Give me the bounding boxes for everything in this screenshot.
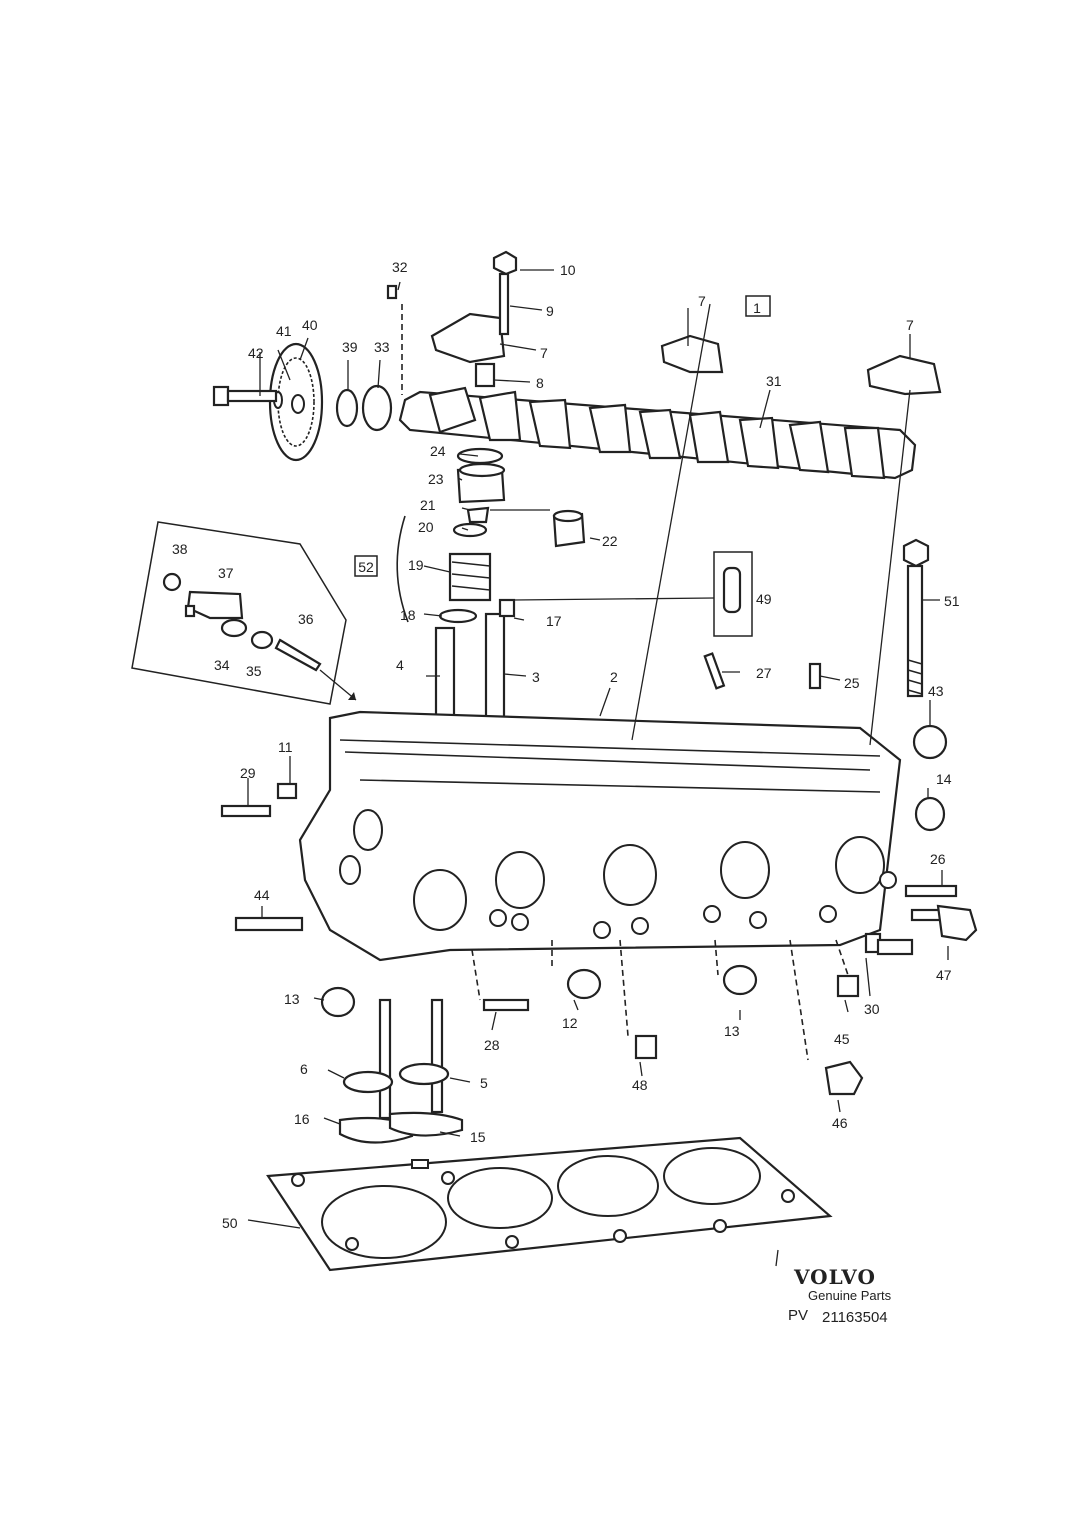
callout-23: 23 (428, 471, 444, 487)
seal-ring (361, 384, 393, 432)
callout-46: 46 (832, 1115, 848, 1131)
callout-50: 50 (222, 1215, 238, 1231)
stud-28 (482, 998, 530, 1012)
callout-37: 37 (218, 565, 234, 581)
brand-tagline: Genuine Parts (808, 1288, 892, 1303)
callout-29: 29 (240, 765, 256, 781)
sensor-30 (864, 932, 914, 956)
part-code-prefix: PV (788, 1307, 808, 1324)
camshaft-seal (335, 388, 359, 428)
plug-11 (276, 782, 298, 800)
valves (338, 998, 464, 1144)
bolt-46 (824, 1060, 864, 1096)
stud-29 (220, 804, 272, 818)
callout-4: 4 (396, 657, 404, 673)
callout-38: 38 (172, 541, 188, 557)
callout-20: 20 (418, 519, 434, 535)
callout-7c: 7 (906, 317, 914, 333)
pin-32 (386, 284, 398, 300)
callout-12: 12 (562, 1015, 578, 1031)
callout-35: 35 (246, 663, 262, 679)
brand-logo: VOLVO (793, 1265, 876, 1289)
callout-48: 48 (632, 1077, 648, 1093)
gear-bolt (212, 385, 278, 407)
callout-42: 42 (248, 345, 264, 361)
bolt-47 (910, 904, 978, 942)
callout-labels: 1 2 3 4 5 6 7 7 7 8 9 10 11 12 13 13 14 … (172, 259, 960, 1231)
sleeve-12 (566, 968, 602, 1000)
callout-6: 6 (300, 1061, 308, 1077)
callout-24: 24 (430, 443, 446, 459)
callout-36: 36 (298, 611, 314, 627)
callout-32: 32 (392, 259, 408, 275)
bearing-cap-middle (660, 334, 724, 374)
callout-8: 8 (536, 375, 544, 391)
callout-40: 40 (302, 317, 318, 333)
bearing-cap-right (866, 354, 942, 396)
callout-52: 52 (358, 559, 374, 575)
callout-11: 11 (278, 739, 293, 755)
leader-lines (247, 269, 949, 1267)
plug-43 (912, 724, 948, 760)
callout-14: 14 (936, 771, 952, 787)
callout-13a: 13 (284, 991, 300, 1007)
callout-51: 51 (944, 593, 960, 609)
callout-box-1 (745, 295, 771, 317)
callout-22: 22 (602, 533, 618, 549)
callout-1: 1 (753, 300, 761, 316)
callout-34: 34 (214, 657, 230, 673)
plug-48 (634, 1034, 658, 1060)
stud-27 (703, 652, 726, 690)
camshaft (398, 386, 917, 480)
timing-gear (268, 342, 324, 462)
callout-7a: 7 (540, 345, 548, 361)
callout-5: 5 (480, 1075, 488, 1091)
plug-14 (914, 796, 946, 832)
callout-15: 15 (470, 1129, 486, 1145)
callout-49: 49 (756, 591, 772, 607)
sleeve-13b (722, 964, 758, 996)
callout-7b: 7 (698, 293, 706, 309)
callout-21: 21 (420, 497, 436, 513)
bearing-cap-left (430, 312, 506, 364)
part-code: 21163504 (822, 1309, 888, 1326)
callout-27: 27 (756, 665, 772, 681)
callout-16: 16 (294, 1111, 310, 1127)
callout-33: 33 (374, 339, 390, 355)
callout-18: 18 (400, 607, 416, 623)
brand-block: VOLVO Genuine Parts PV 21163504 (788, 1265, 892, 1326)
callout-45: 45 (834, 1031, 850, 1047)
detail-inset (131, 521, 357, 705)
sleeve-13a (320, 986, 356, 1018)
callout-box-52 (354, 555, 378, 577)
stud-26 (904, 884, 958, 898)
callout-26: 26 (930, 851, 946, 867)
callout-31: 31 (766, 373, 782, 389)
callout-10: 10 (560, 262, 576, 278)
callout-13b: 13 (724, 1023, 740, 1039)
callout-3: 3 (532, 669, 540, 685)
head-gasket (266, 1136, 833, 1272)
callout-25: 25 (844, 675, 860, 691)
tappet-22 (552, 509, 586, 548)
stud-44 (234, 916, 304, 932)
callout-19: 19 (408, 557, 424, 573)
callout-17: 17 (546, 613, 562, 629)
plug-45 (836, 974, 860, 998)
callout-44: 44 (254, 887, 270, 903)
callout-30: 30 (864, 1001, 880, 1017)
callout-47: 47 (936, 967, 952, 983)
stud-25 (808, 662, 822, 690)
callout-2: 2 (610, 669, 618, 685)
callout-28: 28 (484, 1037, 500, 1053)
stud-and-nut (474, 250, 518, 388)
head-bolt (902, 538, 930, 698)
valve-train (434, 447, 516, 722)
callout-43: 43 (928, 683, 944, 699)
callout-39: 39 (342, 339, 358, 355)
cylinder-head (298, 710, 902, 962)
callout-41: 41 (276, 323, 292, 339)
callout-9: 9 (546, 303, 554, 319)
